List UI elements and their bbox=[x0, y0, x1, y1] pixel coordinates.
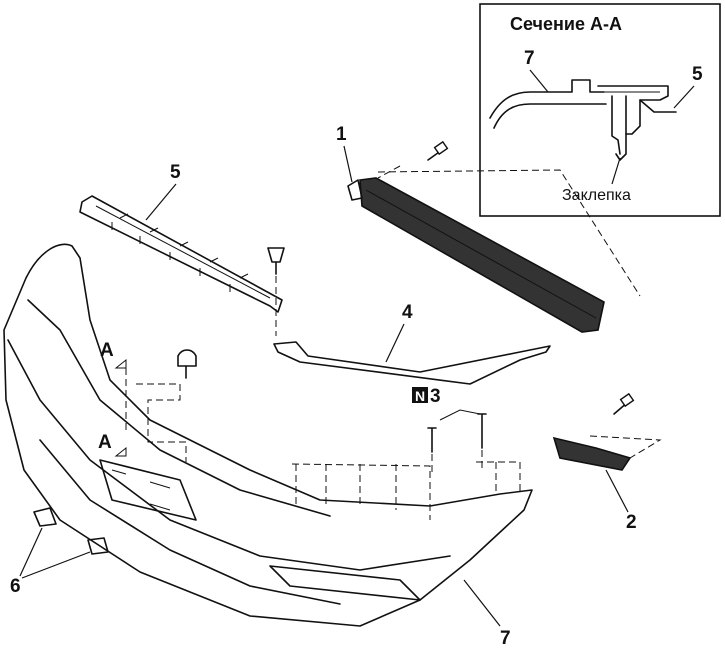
callout-1: 1 bbox=[336, 124, 347, 145]
rivet-leader bbox=[611, 157, 621, 185]
callout-3-badge bbox=[412, 387, 428, 403]
inset-frame bbox=[479, 3, 721, 217]
part-upper-bar bbox=[79, 195, 283, 313]
rivet-label: Заклепка bbox=[562, 187, 631, 204]
callout-5: 5 bbox=[170, 162, 181, 183]
screw-grille bbox=[427, 140, 449, 161]
part-small-brackets bbox=[33, 507, 109, 555]
screw-side bbox=[613, 392, 635, 415]
section-mark-upper: A bbox=[100, 340, 114, 361]
callout-7: 7 bbox=[500, 628, 511, 649]
part-bumper-cover bbox=[3, 243, 533, 627]
callout-6: 6 bbox=[10, 576, 21, 597]
inset-callout-7: 7 bbox=[524, 48, 535, 69]
callouts: 1 5 4 N 3 2 6 7 A A bbox=[10, 124, 637, 649]
section-inset: Сечение А-А 7 5 Заклепка bbox=[479, 3, 721, 217]
inset-leader-7 bbox=[529, 69, 549, 93]
inset-leader-5 bbox=[673, 85, 695, 109]
section-drawing bbox=[489, 79, 677, 161]
callout-4: 4 bbox=[402, 302, 413, 323]
clip-upper bbox=[267, 247, 285, 336]
callout-2: 2 bbox=[626, 512, 637, 533]
section-a-marker bbox=[114, 358, 187, 462]
push-clip bbox=[177, 349, 197, 379]
section-mark-lower: A bbox=[98, 432, 112, 453]
inset-title: Сечение А-А bbox=[510, 14, 622, 34]
part-bracket bbox=[273, 341, 551, 385]
callout-3-badge-letter: N bbox=[415, 388, 425, 404]
rivets bbox=[427, 409, 487, 474]
inset-callout-5: 5 bbox=[692, 64, 703, 85]
part-side-grille bbox=[552, 435, 662, 471]
callout-3: 3 bbox=[430, 386, 441, 407]
part-grille bbox=[347, 165, 641, 333]
